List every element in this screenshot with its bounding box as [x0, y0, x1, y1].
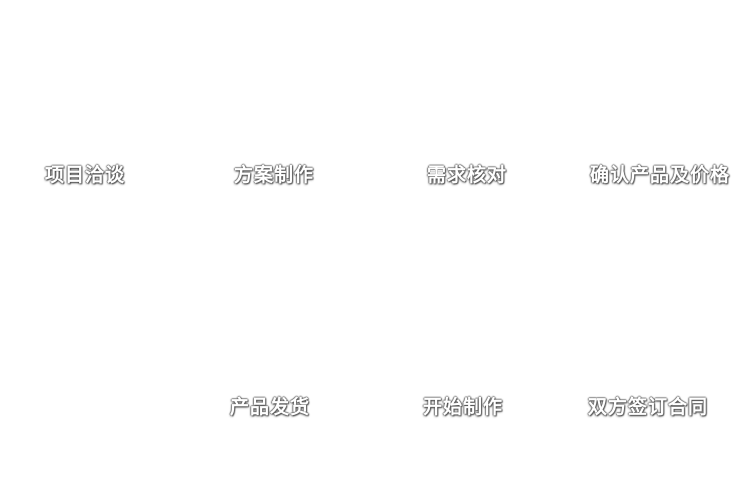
step-label-start-production: 开始制作 — [423, 396, 504, 418]
step-label-project-negotiation: 项目洽谈 — [45, 164, 126, 186]
step-label-product-shipment: 产品发货 — [230, 396, 311, 418]
step-label-confirm-product-and-price: 确认产品及价格 — [590, 164, 731, 186]
step-label-requirement-check: 需求核对 — [427, 164, 508, 186]
step-label-plan-production: 方案制作 — [234, 164, 315, 186]
step-label-sign-contract: 双方签订合同 — [588, 396, 709, 418]
